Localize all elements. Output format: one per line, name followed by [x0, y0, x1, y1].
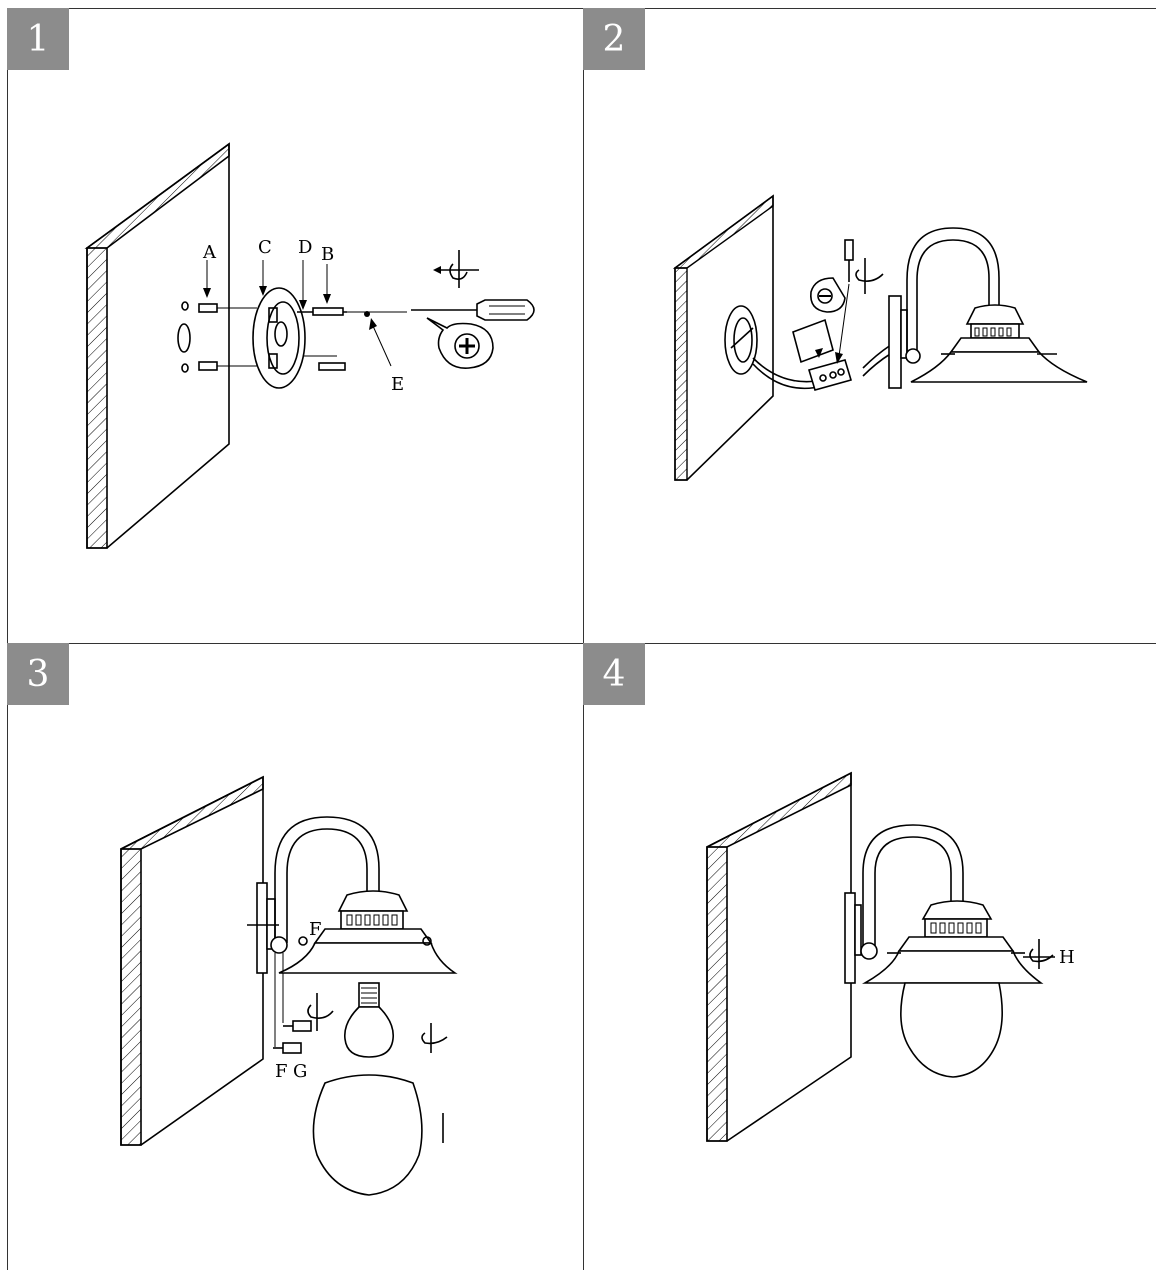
- small-screwdriver: [835, 239, 854, 364]
- screws: [297, 307, 407, 371]
- step-number-badge: 1: [7, 8, 69, 70]
- step-3-panel: 3: [7, 643, 583, 1270]
- grid-horizontal-middle: [7, 643, 1156, 644]
- step-number-badge: 3: [7, 643, 69, 705]
- phillips-detail-bubble: [426, 317, 494, 369]
- label-c: C: [258, 237, 272, 258]
- step-number-badge: 2: [583, 8, 645, 70]
- label-e: E: [391, 374, 404, 395]
- wall: [672, 194, 774, 481]
- wall: [84, 142, 230, 549]
- mounting-plate: [724, 305, 758, 375]
- label-b: B: [321, 244, 334, 265]
- label-h: H: [1059, 947, 1075, 968]
- wall: [120, 775, 264, 1146]
- label-d: D: [298, 237, 312, 258]
- step-1-panel: 1: [7, 8, 583, 643]
- label-arrows: [203, 260, 392, 367]
- screwdriver: [411, 299, 535, 321]
- wall-holes: [177, 301, 191, 373]
- step-2-panel: 2: [583, 8, 1156, 643]
- step-number-badge: 4: [583, 643, 645, 705]
- grid-vertical-left: [7, 8, 8, 1270]
- terminal-block: [792, 318, 853, 391]
- lamp-arm: [860, 824, 964, 960]
- label-a: A: [202, 242, 217, 263]
- screw-detail-bubble: [810, 277, 846, 313]
- step-4-panel: 4: [583, 643, 1156, 1270]
- bulb: [343, 982, 395, 1058]
- glass-globe: [312, 1074, 444, 1196]
- wall: [706, 771, 852, 1142]
- rotation-arrow-icon: [307, 993, 448, 1053]
- rotation-arrow-icon: [855, 258, 884, 294]
- lamp-arm: [905, 227, 1000, 364]
- wall-plugs-a: [198, 303, 257, 371]
- label-f-top: F: [309, 919, 322, 940]
- label-f-bottom: F: [275, 1061, 288, 1082]
- step-2-illustration: [672, 194, 1088, 481]
- screws-fg: [273, 1020, 312, 1054]
- glass-globe: [900, 982, 1003, 1078]
- step-4-illustration: H: [706, 771, 1075, 1142]
- lamp-arm: [270, 816, 380, 1047]
- lamp-shade: [861, 900, 1044, 984]
- lamp-shade: [278, 890, 458, 974]
- grid-vertical-middle: [583, 8, 584, 1270]
- step-1-illustration: A C D B E: [84, 142, 535, 549]
- step-3-illustration: F F G: [120, 775, 458, 1196]
- label-g: G: [293, 1061, 307, 1082]
- grid-top: [7, 8, 1156, 9]
- mounting-plate-c: [252, 287, 306, 389]
- rotation-arrow-icon: [433, 250, 479, 288]
- rotation-arrow-icon: [1023, 939, 1055, 969]
- lamp-backplate: [844, 892, 862, 984]
- lamp-backplate: [888, 295, 908, 389]
- lamp-shade: [910, 304, 1088, 383]
